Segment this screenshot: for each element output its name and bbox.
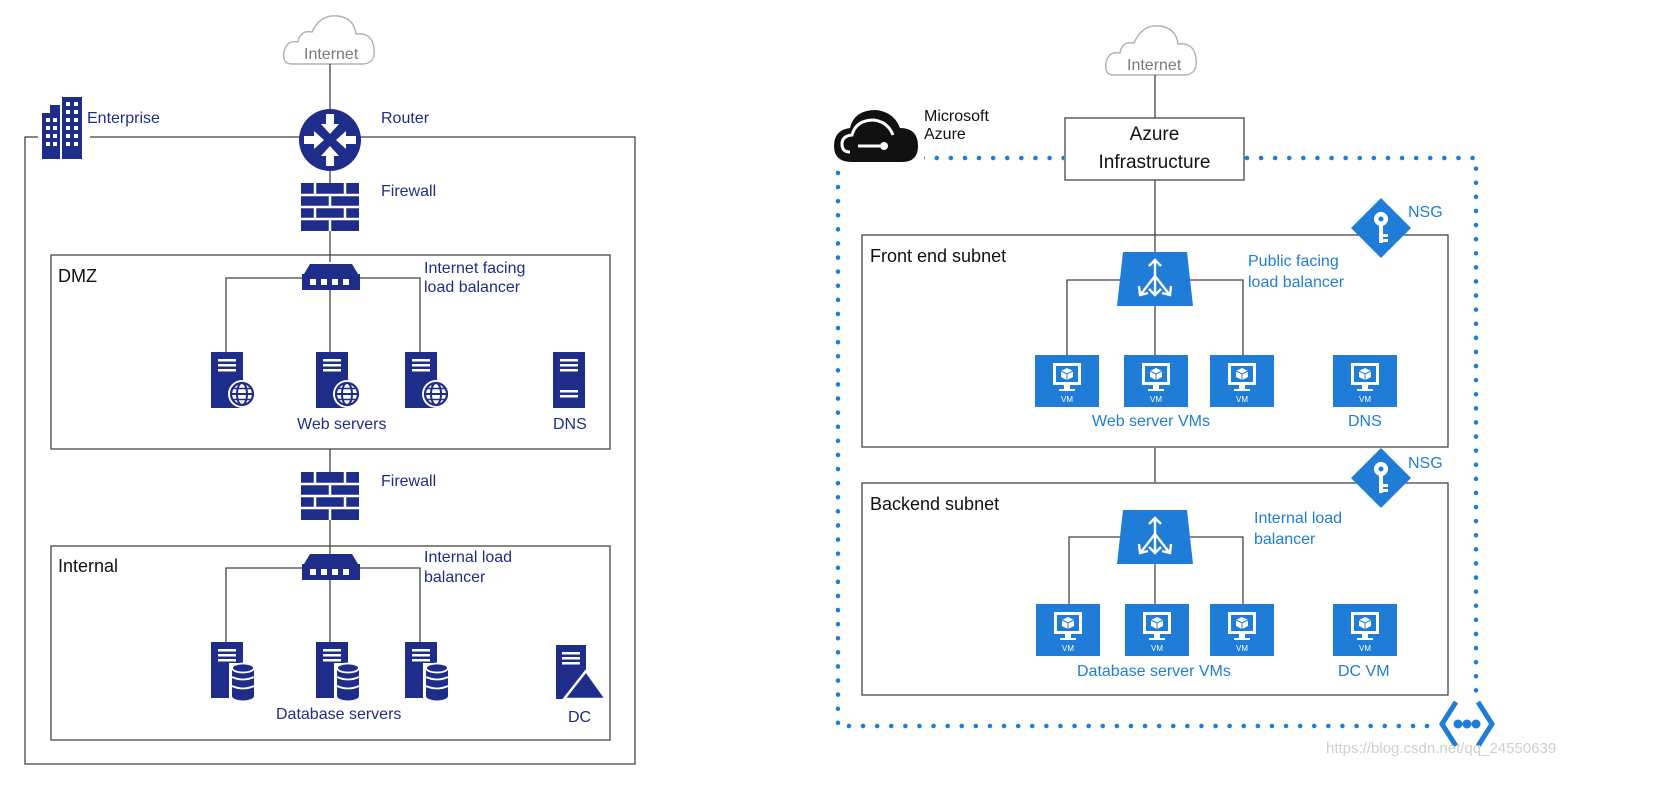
router-label: Router [381, 110, 430, 127]
backend-subnet-box [861, 482, 1449, 696]
firewall-top-icon [299, 181, 361, 233]
dmz-box [50, 254, 611, 450]
watermark: https://blog.csdn.net/qq_24550639 [1326, 740, 1557, 757]
firewall-mid-label: Firewall [381, 473, 437, 490]
web-server-icon [211, 352, 258, 410]
azure-infrastructure-box [1064, 117, 1245, 181]
internal-lb-label-1: Internal load [424, 549, 513, 566]
public-lb-icon [1115, 250, 1195, 308]
database-server-vms-label: Database server VMs [1077, 663, 1231, 680]
web-server-icon [316, 352, 363, 410]
nsg-top-label: NSG [1408, 204, 1443, 221]
web-vm-icon [1123, 354, 1189, 408]
azure-infra-label-1: Azure [1129, 124, 1180, 145]
public-lb-label-1: Public facing [1248, 253, 1339, 270]
dc-server-icon [556, 645, 609, 701]
azure-dns-label: DNS [1348, 413, 1382, 430]
internet-lb-label-2: load balancer [424, 279, 521, 296]
enterprise-label: Enterprise [87, 110, 160, 127]
microsoft-label: Microsoft [924, 108, 989, 125]
firewall-mid-icon [299, 470, 361, 522]
internal-lb-azure-icon [1115, 508, 1195, 566]
azure-cloud-logo-icon [832, 108, 924, 170]
web-server-vms-label: Web server VMs [1092, 413, 1210, 430]
web-vm-icon [1034, 354, 1100, 408]
database-vm-icon [1209, 603, 1275, 657]
internal-lb-icon [302, 554, 360, 580]
backend-subnet-label: Backend subnet [870, 494, 1000, 514]
azure-internal-lb-label-2: balancer [1254, 531, 1316, 548]
router-icon [299, 109, 361, 171]
azure-boundary [835, 155, 1479, 729]
internal-box [50, 545, 611, 741]
database-servers-label: Database servers [276, 706, 402, 723]
virtual-network-icon [1436, 696, 1498, 752]
internal-lb-label-2: balancer [424, 569, 486, 586]
front-end-subnet-label: Front end subnet [870, 246, 1007, 266]
database-server-icon [316, 642, 363, 702]
azure-internet-label: Internet [1127, 57, 1182, 74]
public-lb-label-2: load balancer [1248, 274, 1345, 291]
dc-label: DC [568, 709, 592, 726]
database-server-icon [211, 642, 258, 702]
enterprise-building-icon [42, 97, 82, 159]
dc-vm-label: DC VM [1338, 663, 1390, 680]
azure-internal-lb-label-1: Internal load [1254, 510, 1343, 527]
internet-cloud-icon-azure [1104, 25, 1197, 76]
dns-vm-icon [1332, 354, 1398, 408]
internet-cloud-icon [282, 15, 375, 65]
firewall-top-label: Firewall [381, 183, 437, 200]
dmz-label: DMZ [58, 266, 97, 286]
web-servers-label: Web servers [297, 416, 387, 433]
dns-server-icon [553, 352, 585, 408]
internet-lb-icon [302, 264, 360, 290]
azure-label: Azure [924, 126, 966, 143]
nsg-bottom-icon [1351, 448, 1411, 508]
web-vm-icon [1209, 354, 1275, 408]
database-vm-icon [1035, 603, 1101, 657]
internet-label: Internet [304, 46, 359, 63]
dns-label: DNS [553, 416, 587, 433]
database-server-icon [405, 642, 452, 702]
nsg-top-icon [1351, 198, 1411, 258]
internal-label: Internal [58, 556, 119, 576]
web-server-icon [405, 352, 452, 410]
dc-vm-icon [1332, 603, 1398, 657]
azure-infra-label-2: Infrastructure [1098, 152, 1211, 173]
database-vm-icon [1124, 603, 1190, 657]
front-end-subnet-box [861, 234, 1449, 448]
nsg-bottom-label: NSG [1408, 455, 1443, 472]
internet-lb-label-1: Internet facing [424, 260, 526, 277]
